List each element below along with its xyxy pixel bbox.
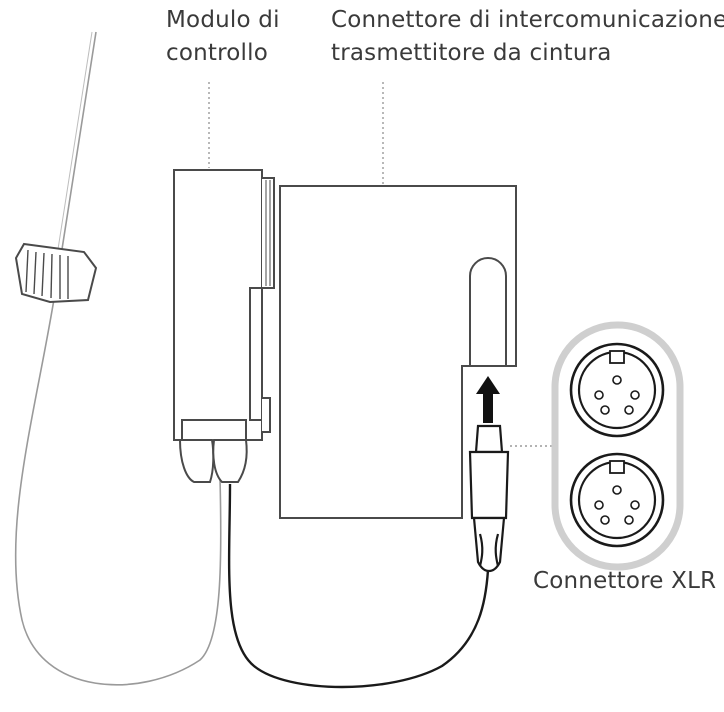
xlr-plug [468, 424, 510, 573]
xlr-pin-icon [594, 485, 640, 525]
label-belt-connector: Connettore di intercomunicazione trasmet… [331, 4, 724, 70]
xlr-socket-top [569, 342, 665, 438]
belt-transmitter [279, 185, 517, 519]
label-belt-connector-line2: trasmettitore da cintura [331, 40, 612, 66]
label-xlr-connector: Connettore XLR [533, 568, 717, 594]
interconnect-cable [227, 483, 490, 689]
xlr-pin-icon [594, 375, 640, 415]
control-module [173, 169, 275, 483]
cable-clip [14, 242, 98, 304]
insert-arrow-icon [476, 376, 500, 423]
label-belt-connector-line1: Connettore di intercomunicazione [331, 7, 724, 33]
label-control-module: Modulo di controllo [166, 4, 280, 70]
label-control-module-line2: controllo [166, 40, 268, 66]
headset-cable-inner [55, 31, 93, 263]
intercom-slot [469, 257, 507, 366]
headset-cable [14, 31, 222, 686]
xlr-socket-bottom [569, 452, 665, 548]
label-control-module-line1: Modulo di [166, 7, 280, 33]
